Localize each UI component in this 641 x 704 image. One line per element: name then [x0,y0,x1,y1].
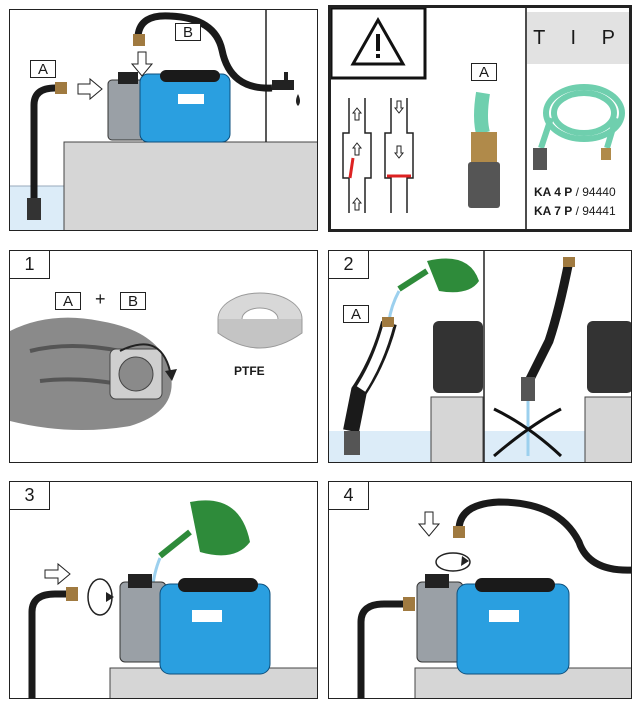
thread-tape-illustration [10,292,303,430]
ptfe-label: PTFE [234,364,265,378]
connect-pressure-hose-illustration [357,498,631,698]
ptfe-tape-icon [217,292,303,349]
valve-illustration [331,8,625,229]
plus-sign: + [95,289,106,309]
connect-suction-hose-illustration [28,500,317,698]
step-1-panel: 1 A + B PTFE [9,250,318,463]
arrow-right-icon [77,77,103,101]
step-4-number: 4 [329,482,369,510]
faucet-icon [272,72,300,106]
step1-a-tag: A [55,292,81,310]
tip-code-2: / 94441 [575,204,616,218]
step1-b-tag: B [120,292,146,310]
tip-product-2: KA 7 P / 94441 [534,204,616,218]
pump-illustration [119,574,271,675]
rotate-icon [119,343,177,381]
arrow-down-icon [130,51,154,77]
hose-b-tag: B [175,23,201,41]
step-4-panel: 4 [328,481,632,699]
step-1-number: 1 [10,251,50,279]
tip-header: T I P [527,12,629,64]
tip-model-1: KA 4 P [534,185,573,199]
step-2-number: 2 [329,251,369,279]
rotate-icon [435,552,471,572]
foot-valve-a-tag: A [471,63,497,81]
pump-illustration [416,574,570,675]
fill-hose-illustration [329,251,631,462]
arrow-down-icon [417,511,441,537]
rotate-icon [87,578,114,616]
warning-icon [350,16,406,66]
watering-can-icon [158,500,250,559]
suction-hose-kit [533,84,625,170]
arrow-right-icon [44,562,71,586]
pump-illustration [107,70,231,143]
step-2-panel: 2 A [328,250,632,463]
overview-panel: A B [9,9,318,231]
step-3-number: 3 [10,482,50,510]
step-3-panel: 3 [9,481,318,699]
step2-a-tag: A [343,305,369,323]
tip-code-1: / 94440 [575,185,616,199]
overview-illustration [10,10,317,230]
hose-a-tag: A [30,60,56,78]
tip-product-1: KA 4 P / 94440 [534,185,616,199]
cross-icon [493,407,563,458]
warning-tip-panel: A T I P KA 4 P / 94440 KA 7 P / 94441 [328,5,632,232]
tip-model-2: KA 7 P [534,204,573,218]
watering-can-icon [397,258,479,293]
